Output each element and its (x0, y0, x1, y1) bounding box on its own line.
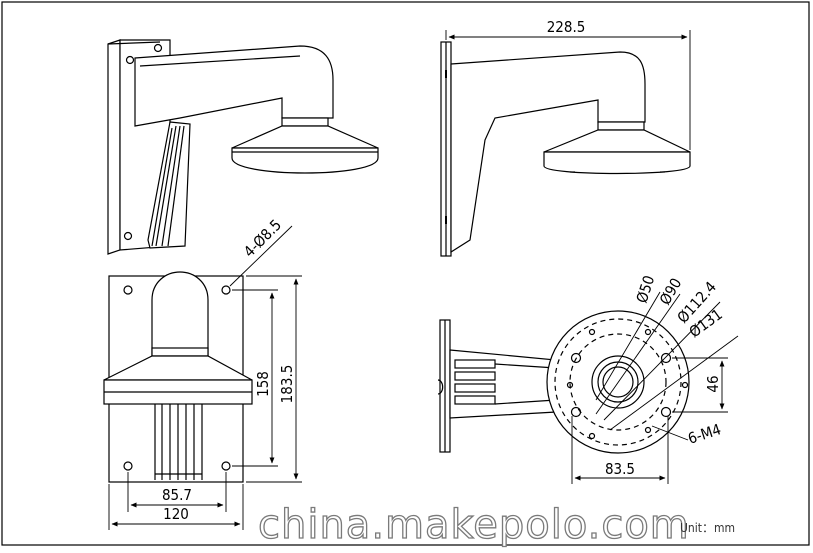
overall-width-label: 120 (163, 505, 189, 523)
perspective-view (107, 39, 379, 255)
width-dimension-label: 228.5 (547, 18, 586, 36)
horizontal-hole-spacing-label: 85.7 (162, 486, 192, 504)
unit-label: Unit：mm (680, 521, 735, 535)
vertical-spacing-label: 46 (704, 375, 722, 392)
m4-hole-callout: 6-M4 (686, 420, 724, 448)
mount-plate-view (437, 291, 739, 484)
horizontal-spacing-label: 83.5 (605, 460, 635, 478)
overall-height-label: 183.5 (278, 365, 296, 404)
watermark-text: china.makepolo.com (258, 502, 690, 548)
vertical-hole-spacing-label: 158 (254, 371, 272, 397)
side-view (440, 30, 691, 257)
front-view (103, 225, 302, 530)
diameter-90-label: Ø90 (656, 275, 685, 308)
